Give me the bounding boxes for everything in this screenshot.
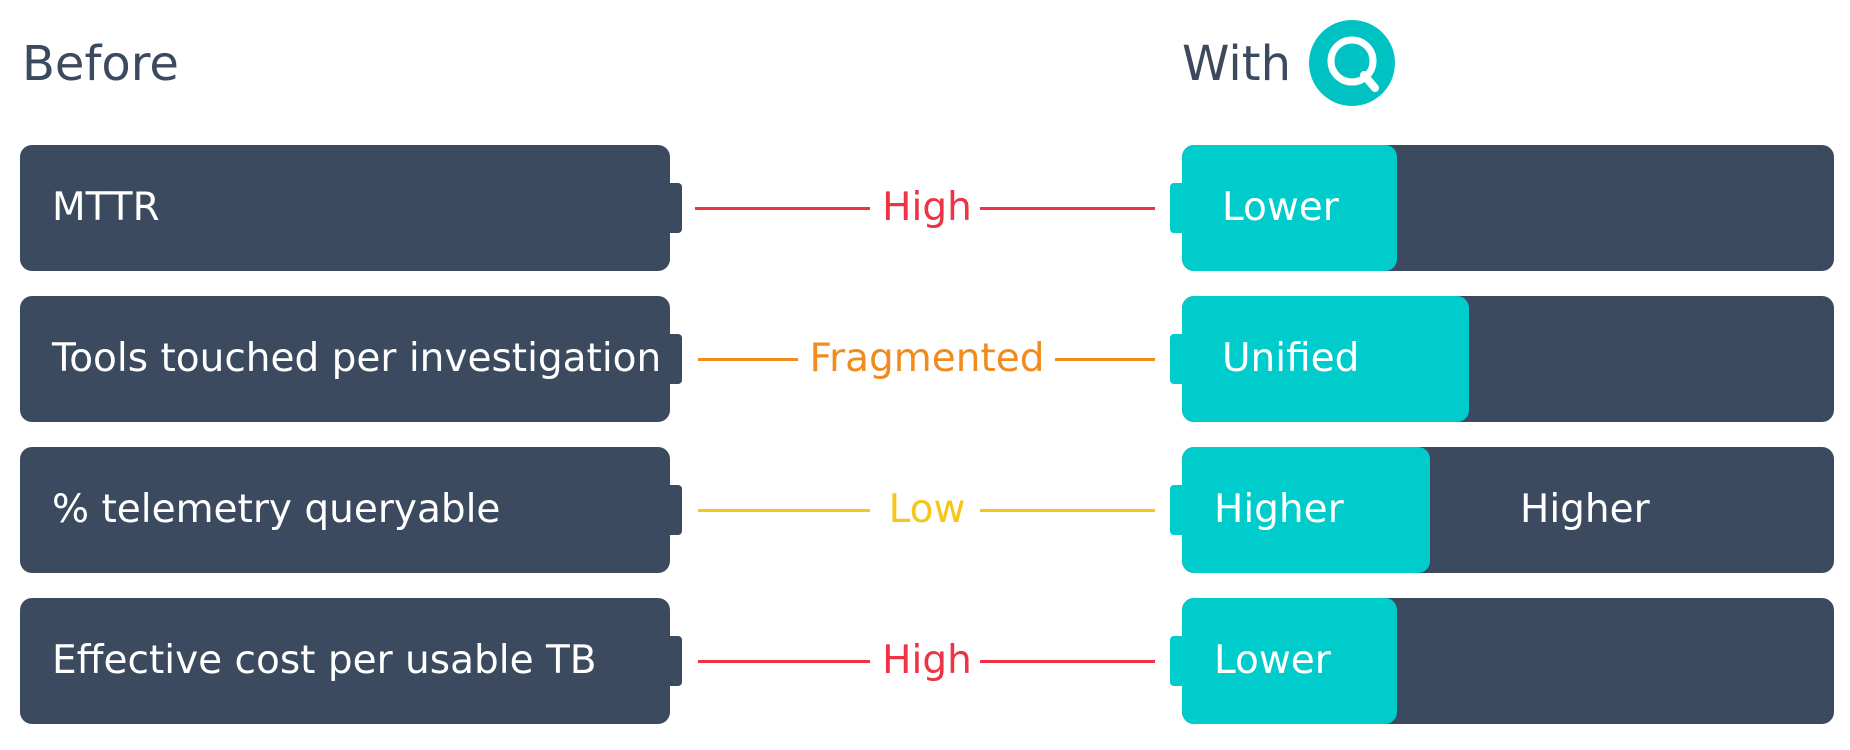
after-card-tab xyxy=(1170,334,1192,384)
connector-line-right xyxy=(1055,358,1155,361)
after-card xyxy=(1182,296,1834,422)
after-status-label: Unified xyxy=(1222,336,1360,381)
after-status-label: Lower xyxy=(1222,185,1339,230)
connector-line-left xyxy=(695,207,870,210)
after-level-fill xyxy=(1182,296,1469,422)
comparison-row: % telemetry queryable Low Higher Higher xyxy=(0,447,1850,573)
connector-line-right xyxy=(980,207,1155,210)
before-status-label: Fragmented xyxy=(809,336,1045,381)
after-status-label: Higher xyxy=(1214,487,1344,532)
search-magnifier-logo-icon xyxy=(1309,20,1395,106)
before-card xyxy=(20,447,670,573)
after-card xyxy=(1182,145,1834,271)
before-card-tab xyxy=(662,334,682,384)
after-card-tab xyxy=(1170,636,1192,686)
comparison-row: Tools touched per investigation Fragment… xyxy=(0,296,1850,422)
before-card-tab xyxy=(662,485,682,535)
metric-label: MTTR xyxy=(52,185,160,230)
before-card-tab xyxy=(662,636,682,686)
after-extra-label: Higher xyxy=(1520,487,1650,532)
connector-line-left xyxy=(698,660,870,663)
after-level-fill xyxy=(1182,447,1430,573)
before-card xyxy=(20,598,670,724)
after-status-label: Lower xyxy=(1214,638,1331,683)
before-status-label: High xyxy=(882,185,972,230)
comparison-row: Effective cost per usable TB High Lower xyxy=(0,598,1850,724)
before-status-label: Low xyxy=(888,487,966,532)
before-status-label: High xyxy=(882,638,972,683)
metric-label: Tools touched per investigation xyxy=(52,336,662,381)
before-card-tab xyxy=(662,183,682,233)
after-card xyxy=(1182,447,1834,573)
before-card xyxy=(20,296,670,422)
before-heading: Before xyxy=(22,36,179,92)
comparison-row: MTTR High Lower xyxy=(0,145,1850,271)
before-card xyxy=(20,145,670,271)
after-level-fill xyxy=(1182,598,1397,724)
connector-line-right xyxy=(980,509,1155,512)
with-heading: With xyxy=(1182,36,1291,92)
connector-line-left xyxy=(698,509,870,512)
metric-label: Effective cost per usable TB xyxy=(52,638,597,683)
after-card-tab xyxy=(1170,485,1192,535)
metric-label: % telemetry queryable xyxy=(52,487,501,532)
after-card-tab xyxy=(1170,183,1192,233)
after-level-fill xyxy=(1182,145,1397,271)
connector-line-left xyxy=(698,358,798,361)
after-card xyxy=(1182,598,1834,724)
connector-line-right xyxy=(980,660,1155,663)
